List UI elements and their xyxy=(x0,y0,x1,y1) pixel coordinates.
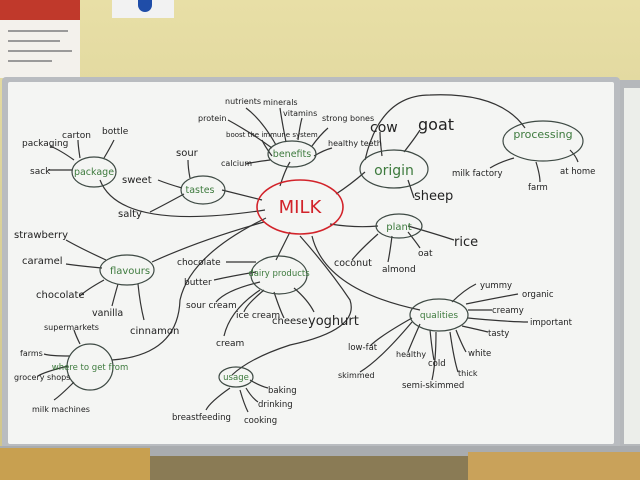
poster-text-line xyxy=(8,60,52,62)
shield-icon xyxy=(138,0,152,12)
leaf-labels: packaging carton bottle sack sour sweet … xyxy=(14,97,595,426)
leaf-label: farm xyxy=(528,183,548,193)
center-word: MILK xyxy=(279,197,323,218)
leaf-label: calcium xyxy=(221,159,252,168)
node-benefits: benefits xyxy=(273,149,311,160)
leaf-label: cold xyxy=(428,359,446,369)
bubble-package xyxy=(71,156,117,188)
leaf-label: semi-skimmed xyxy=(402,381,464,391)
node-tastes: tastes xyxy=(185,185,214,196)
leaf-label: milk factory xyxy=(452,169,503,179)
bubble-dairy-products xyxy=(250,255,308,295)
leaf-label: healthy xyxy=(396,350,426,359)
leaf-label: organic xyxy=(522,290,554,300)
node-qualities: qualities xyxy=(420,311,458,321)
wall-badge xyxy=(112,0,174,18)
node-processing: processing xyxy=(513,128,572,141)
leaf-label: at home xyxy=(560,167,595,177)
leaf-label: ice cream xyxy=(236,311,280,321)
bubble-plant xyxy=(375,213,423,239)
leaf-label: carton xyxy=(62,131,91,141)
leaf-label: packaging xyxy=(22,139,68,149)
leaf-label: sour xyxy=(176,148,199,159)
leaf-label: almond xyxy=(382,265,416,275)
leaf-label: yoghurt xyxy=(308,314,359,329)
leaf-label: low-fat xyxy=(348,343,378,353)
leaf-label: vitamins xyxy=(283,109,317,118)
bubble-processing xyxy=(502,120,584,162)
leaf-label: rice xyxy=(454,235,478,250)
leaf-label: minerals xyxy=(263,98,298,107)
second-whiteboard xyxy=(624,88,640,444)
leaf-label: farms xyxy=(20,349,43,358)
leaf-label: protein xyxy=(198,114,226,123)
leaf-label: white xyxy=(468,349,491,359)
leaf-label: creamy xyxy=(492,306,524,316)
leaf-label: yummy xyxy=(480,281,512,291)
leaf-label: oat xyxy=(418,249,433,259)
node-package: package xyxy=(74,167,114,178)
mind-map-bubbles xyxy=(66,120,584,391)
node-flavours: flavours xyxy=(110,266,150,277)
leaf-label: important xyxy=(530,318,573,328)
leaf-label: coconut xyxy=(334,258,372,269)
leaf-label: grocery shops xyxy=(14,373,70,382)
leaf-label: sack xyxy=(30,167,51,177)
leaf-label: cow xyxy=(370,120,398,136)
node-labels: package tastes benefits origin processin… xyxy=(52,128,573,383)
leaf-label: cinnamon xyxy=(130,326,179,337)
leaf-label: strawberry xyxy=(14,230,68,241)
leaf-label: breastfeeding xyxy=(172,413,231,423)
leaf-label: sheep xyxy=(414,189,453,204)
node-plant: plant xyxy=(386,222,412,233)
leaf-label: nutrients xyxy=(225,97,261,106)
bubble-benefits xyxy=(267,140,317,168)
desk-right xyxy=(468,452,640,480)
bubble-milk-center xyxy=(256,179,344,235)
leaf-label: cream xyxy=(216,339,244,349)
poster-red-band xyxy=(0,0,80,20)
leaf-label: baking xyxy=(268,386,297,396)
leaf-label: strong bones xyxy=(322,114,374,123)
wall-poster xyxy=(0,0,80,78)
leaf-label: boost the immune system xyxy=(226,131,318,139)
poster-text-line xyxy=(8,40,60,42)
leaf-label: chocolate xyxy=(177,258,221,268)
leaf-label: tasty xyxy=(488,329,509,339)
leaf-label: salty xyxy=(118,209,142,220)
bubble-qualities xyxy=(409,298,469,332)
bubble-tastes xyxy=(180,175,226,205)
leaf-label: thick xyxy=(458,369,478,378)
leaf-label: butter xyxy=(184,278,212,288)
leaf-label: caramel xyxy=(22,256,63,267)
bubble-origin xyxy=(359,149,429,189)
node-usage: usage xyxy=(223,373,249,383)
poster-text-line xyxy=(8,30,68,32)
marker-tray xyxy=(0,446,640,456)
leaf-label: bottle xyxy=(102,127,129,137)
poster-text-line xyxy=(8,50,72,52)
bubble-usage xyxy=(218,366,254,388)
node-origin: origin xyxy=(374,163,414,179)
desk-left xyxy=(0,448,150,480)
mind-map-connectors xyxy=(37,94,579,413)
leaf-label: goat xyxy=(418,115,454,134)
leaf-label: cheese xyxy=(272,316,308,327)
leaf-label: sweet xyxy=(122,175,152,186)
leaf-label: sour cream xyxy=(186,301,237,311)
leaf-label: chocolate xyxy=(36,290,85,301)
leaf-label: vanilla xyxy=(92,308,123,319)
node-where-to-get-from: where to get from xyxy=(52,363,128,373)
leaf-label: cooking xyxy=(244,416,277,426)
leaf-label: skimmed xyxy=(338,371,375,380)
leaf-label: milk machines xyxy=(32,405,90,414)
bubble-where-to-get-from xyxy=(66,343,114,391)
leaf-label: supermarkets xyxy=(44,323,99,332)
bubble-flavours xyxy=(99,254,155,286)
whiteboard xyxy=(8,82,614,444)
leaf-label: drinking xyxy=(258,400,293,410)
node-dairy-products: dairy products xyxy=(248,269,310,279)
leaf-label: healthy teeth xyxy=(328,139,382,148)
